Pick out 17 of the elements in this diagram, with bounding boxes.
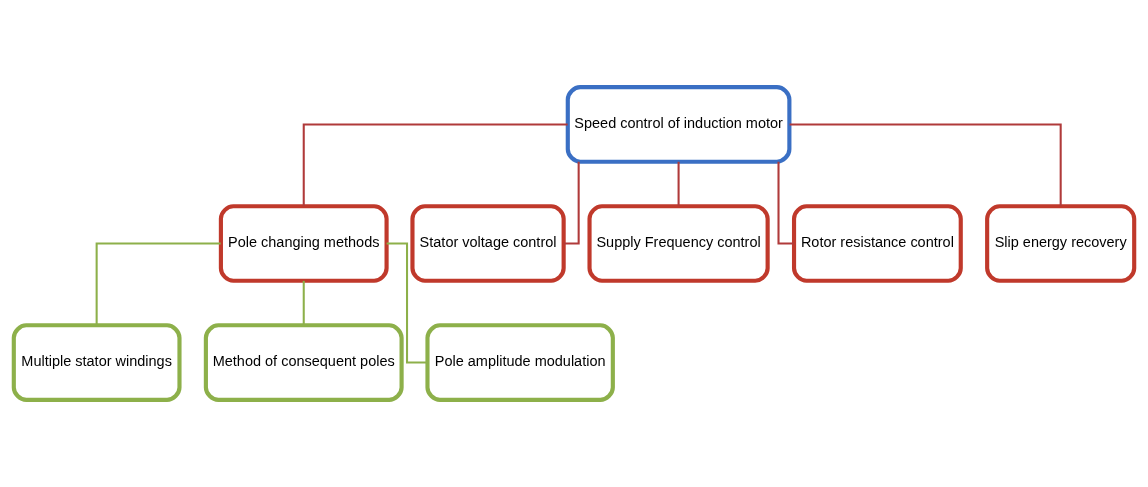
connector [302,280,305,325]
connector [95,242,221,326]
connector [386,242,428,364]
node-box: Pole amplitude modulation [425,323,615,402]
node-box: Speed control of induction motor [565,85,792,164]
connector [302,123,568,207]
connector [677,161,680,206]
node-box: Multiple stator windings [11,323,182,402]
node-box: Method of consequent poles [203,323,404,402]
node-box: Slip energy recovery [985,204,1137,283]
node-box: Supply Frequency control [587,204,770,283]
node-box: Rotor resistance control [791,204,963,283]
connector [789,123,1062,207]
connector [777,161,794,245]
connector [563,161,580,245]
node-box: Pole changing methods [218,204,389,283]
node-box: Stator voltage control [410,204,566,283]
